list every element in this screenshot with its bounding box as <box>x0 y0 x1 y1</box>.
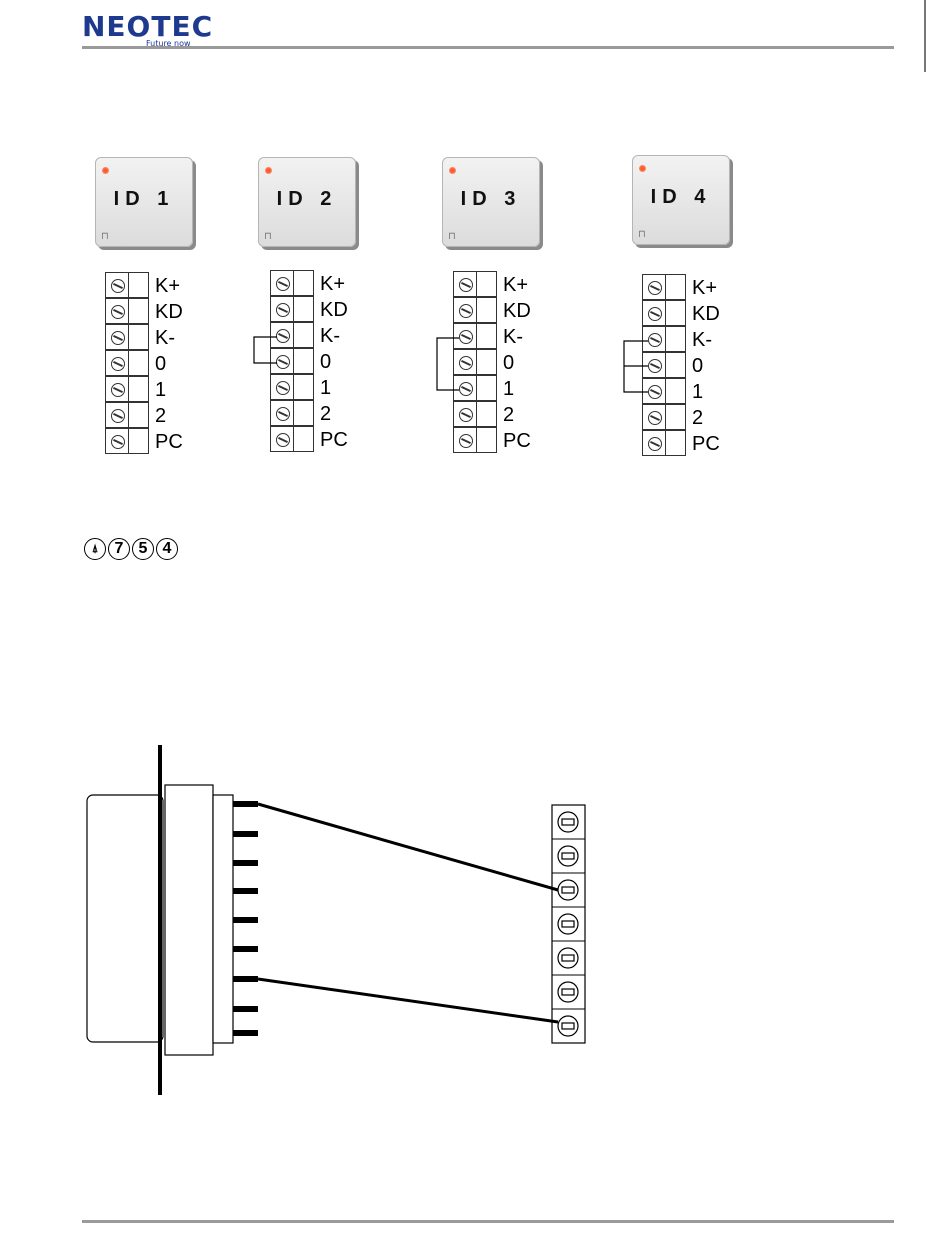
jumper-id4 <box>624 341 648 392</box>
bell-icon: ⍋ <box>84 538 106 560</box>
key-7: 7 <box>108 538 130 560</box>
wire-2 <box>258 979 558 1022</box>
key-4: 4 <box>156 538 178 560</box>
connector-pins <box>233 801 258 1036</box>
db-connector <box>87 745 258 1095</box>
connector-face <box>213 795 233 1043</box>
terminal-strip <box>552 805 585 1043</box>
keypad-sequence: ⍋ 7 5 4 <box>84 538 178 560</box>
panel-wall <box>158 745 162 1095</box>
connector-body <box>165 785 213 1055</box>
footer-rule <box>82 1220 894 1223</box>
jumper-id2 <box>254 337 277 363</box>
wire-1 <box>258 804 558 890</box>
jumper-id3 <box>437 338 459 390</box>
connector-shell <box>87 795 163 1042</box>
key-5: 5 <box>132 538 154 560</box>
